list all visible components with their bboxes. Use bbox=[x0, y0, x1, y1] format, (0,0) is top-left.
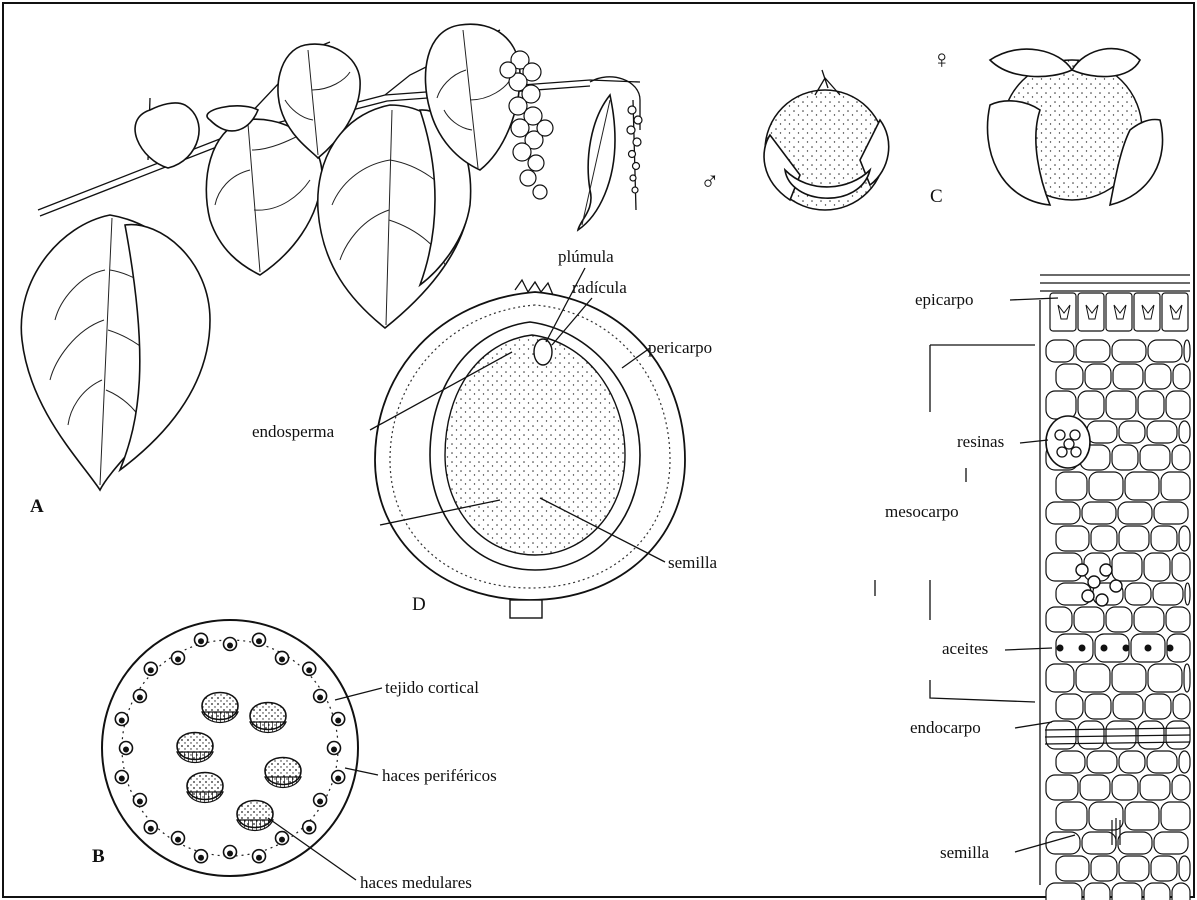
label-haces-medulares: haces medulares bbox=[360, 873, 472, 892]
panel-c-label: C bbox=[930, 186, 943, 207]
label-resinas: resinas bbox=[957, 432, 1004, 451]
section-leader-lines bbox=[875, 298, 1075, 852]
panel-d-fruit-section bbox=[375, 280, 685, 618]
label-pericarpo: pericarpo bbox=[648, 338, 712, 357]
label-aceites: aceites bbox=[942, 639, 988, 658]
label-mesocarpo: mesocarpo bbox=[885, 502, 959, 521]
label-endocarpo: endocarpo bbox=[910, 718, 981, 737]
label-epicarpo: epicarpo bbox=[915, 290, 974, 309]
label-semilla-section: semilla bbox=[940, 843, 990, 862]
label-semilla-d: semilla bbox=[668, 553, 718, 572]
label-tejido-cortical: tejido cortical bbox=[385, 678, 479, 697]
panel-b-label: B bbox=[92, 846, 105, 867]
panel-d-label: D bbox=[412, 594, 426, 615]
male-symbol: ♂ bbox=[700, 167, 720, 196]
label-radicula: radícula bbox=[572, 278, 627, 297]
panel-a-label: A bbox=[30, 496, 44, 517]
female-symbol: ♀ bbox=[932, 45, 952, 74]
label-endosperma: endosperma bbox=[252, 422, 335, 441]
parenchyma-cells bbox=[1046, 293, 1190, 900]
male-flower-drawing bbox=[764, 70, 889, 210]
label-haces-perifericos: haces periféricos bbox=[382, 766, 497, 785]
panel-b-stem-section bbox=[102, 620, 358, 876]
label-plumula: plúmula bbox=[558, 247, 614, 266]
female-flower-drawing bbox=[988, 49, 1163, 205]
pericarp-cell-section bbox=[1040, 275, 1190, 900]
